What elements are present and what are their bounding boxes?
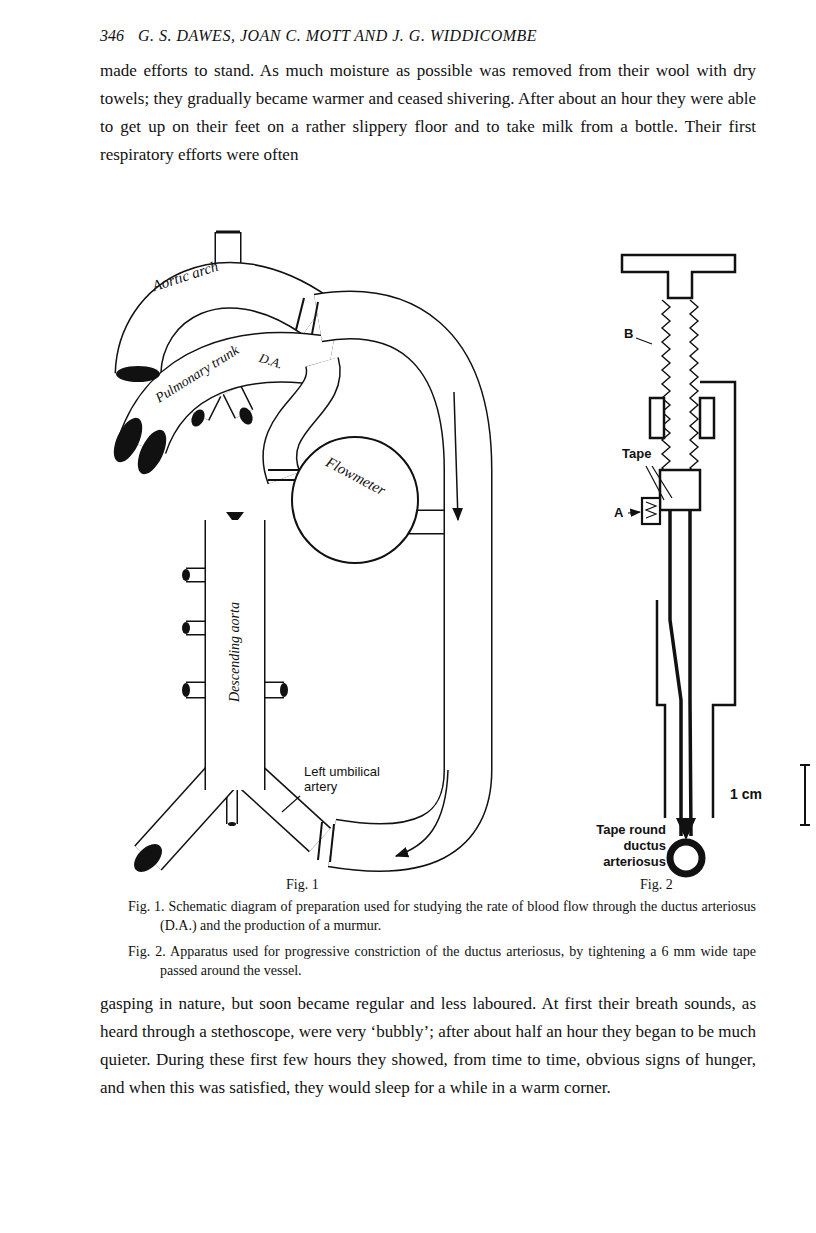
ligature <box>226 512 244 520</box>
figure-caption: Fig. 2. Apparatus used for progressive c… <box>128 942 756 980</box>
running-head: G. S. DAWES, JOAN C. MOTT AND J. G. WIDD… <box>138 26 537 45</box>
cannula-cuff <box>318 822 322 860</box>
fig2-apparatus <box>622 255 810 874</box>
vessel-opening <box>116 366 160 382</box>
scale-label: 1 cm <box>730 786 762 803</box>
part-letter: A <box>614 505 623 521</box>
body-outline <box>700 382 735 818</box>
vessel-opening <box>280 683 288 697</box>
vessel-opening <box>182 569 190 581</box>
figure-number: Fig. 2 <box>640 876 673 893</box>
vessel-opening <box>228 822 236 826</box>
vessel-opening <box>129 839 167 877</box>
body-outline <box>657 600 665 818</box>
clamp-screw <box>642 498 660 524</box>
descending-aorta <box>205 520 266 790</box>
vessel-opening <box>237 405 255 426</box>
figure-caption: Fig. 1. Schematic diagram of preparation… <box>128 897 756 935</box>
tape <box>690 510 691 836</box>
nut-block <box>700 398 714 438</box>
leader-line <box>636 338 652 344</box>
descending-aorta <box>206 520 264 790</box>
flowmeter-shape <box>292 437 418 563</box>
body-text: gasping in nature, but soon became regul… <box>100 990 756 1102</box>
aortic-branch-opening <box>216 231 240 234</box>
tape <box>670 510 681 836</box>
leader-line <box>652 466 672 498</box>
nut-block <box>650 398 664 438</box>
cannula-cuff <box>296 298 304 330</box>
tape-tip <box>676 818 696 840</box>
tape-clamp <box>660 470 700 510</box>
clamp-screw-thread <box>646 502 656 518</box>
part-letter: B <box>624 326 633 342</box>
leader-line <box>628 512 640 513</box>
cannula-cuff <box>268 469 300 471</box>
part-name: Tape <box>622 446 651 462</box>
vessel-opening <box>182 683 190 697</box>
figure-number: Fig. 1 <box>286 876 319 893</box>
vessel-label: Descending aorta <box>226 602 243 702</box>
leader-line <box>282 796 300 812</box>
cannula-cuff <box>312 302 318 334</box>
t-handle <box>622 255 735 298</box>
scale-bar <box>800 765 810 825</box>
flowmeter-outline <box>290 435 420 565</box>
fig1-vessels <box>108 232 468 877</box>
tape-loop <box>670 842 702 874</box>
vessel-opening <box>189 407 207 428</box>
vessel-label: Left umbilical artery <box>304 764 414 794</box>
flow-arrow <box>454 392 458 520</box>
part-name: Tape round ductus arteriosus <box>574 822 666 870</box>
flow-arrow <box>396 770 448 856</box>
vessel-opening <box>182 622 190 634</box>
cannula-cuff <box>330 824 334 862</box>
page-number: 346 <box>100 26 124 45</box>
body-text: made efforts to stand. As much moisture … <box>100 57 756 169</box>
vessel-opening <box>132 426 172 479</box>
flowmeter-circle: Flowmeter <box>290 435 420 565</box>
